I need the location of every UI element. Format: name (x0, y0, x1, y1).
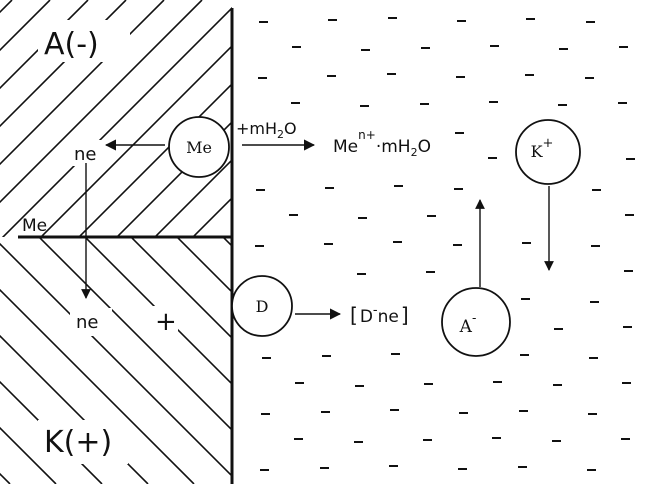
hatch-line (0, 0, 13, 14)
hatch-line (191, 196, 232, 237)
reduced-species-formula: [D-ne] (350, 303, 409, 327)
hatch-line (584, 0, 647, 484)
water-added-label: +mH2O (236, 119, 297, 141)
hatch-line (250, 0, 647, 484)
hatch-line (78, 0, 562, 484)
hatch-line (98, 0, 582, 484)
hatch-line (83, 237, 232, 386)
electron-top-backing (70, 140, 106, 166)
hatch-line (492, 0, 647, 484)
cathode-plus-sign: + (155, 307, 177, 337)
hatch-line (77, 82, 232, 237)
hatch-line (538, 0, 647, 484)
metal-atom-label: Me (186, 138, 212, 157)
hatch-line (170, 0, 647, 484)
cation-circle (515, 119, 581, 185)
hatch-line (124, 0, 608, 484)
hatch-line (60, 0, 544, 484)
hatch-line (0, 0, 203, 204)
electron-bottom-backing (70, 308, 112, 336)
cathode-label-backing (38, 420, 128, 464)
hatch-line (216, 0, 647, 484)
anion-circle (441, 287, 511, 357)
hatch-line (39, 44, 232, 237)
depolarizer-circle (231, 275, 293, 337)
hatch-line (0, 334, 149, 484)
hatch-line (0, 288, 195, 484)
hatch-line (0, 0, 51, 52)
metal-atom-circle (168, 116, 230, 178)
anode-label-backing (38, 20, 130, 62)
electron-label-bottom: ne (76, 312, 98, 333)
hatch-line (221, 237, 232, 248)
electron-label-top: ne (74, 144, 96, 165)
hydrated-ion-formula: Men+·mH2O (333, 128, 431, 159)
hatch-line (262, 0, 647, 484)
cathode-label: K(+) (44, 425, 112, 460)
hatch-line (22, 0, 506, 484)
hatch-line (136, 0, 620, 484)
hatch-line (0, 0, 89, 90)
anode-label: A(-) (44, 27, 99, 62)
hatch-line (32, 0, 516, 484)
electrolyte-dashes (255, 17, 635, 471)
hatch-line (0, 0, 127, 128)
hatch-line (174, 0, 647, 484)
plus-backing (150, 306, 178, 332)
hatch-line (308, 0, 647, 484)
hatch-line (212, 0, 647, 484)
hatch-line (37, 237, 232, 432)
depolarizer-label: D (256, 297, 269, 316)
hatch-line (0, 426, 57, 484)
hatch-line (630, 0, 647, 484)
hatch-line (0, 380, 103, 484)
hatch-line (446, 0, 647, 484)
anion-label: A- (459, 311, 477, 337)
hatch-line (153, 158, 232, 237)
cation-label: K+ (531, 136, 554, 161)
hatch-line (1, 6, 232, 237)
metal-boundary-label: Me (22, 216, 47, 236)
hatch-line (129, 237, 232, 340)
hatch-line (175, 237, 232, 294)
hatch-line (0, 242, 232, 478)
hatch-line (0, 0, 165, 166)
hatch-line (0, 472, 11, 484)
